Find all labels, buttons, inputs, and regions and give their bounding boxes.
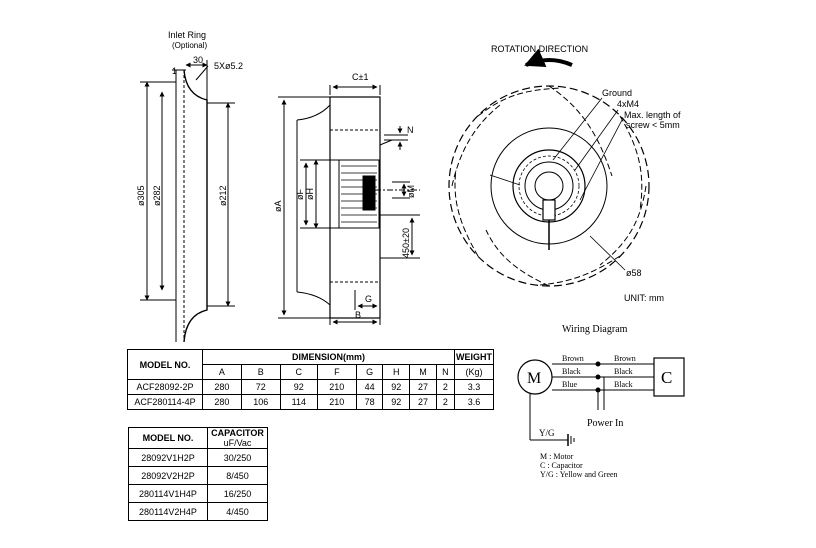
col-a: A (202, 364, 242, 380)
dim-n-label: N (407, 125, 414, 135)
dim-1-label: 1 (172, 66, 177, 76)
model-cell: ACF280114-4P (127, 394, 203, 410)
capacitor-cell: 4/450 (207, 502, 268, 521)
table-row: ACF28092-2P 280 72 92 210 44 92 27 2 3.3 (127, 379, 494, 395)
wire-right-brown: Brown (614, 354, 636, 363)
optional-label: (Optional) (172, 41, 207, 50)
d305-label: ø305 (136, 185, 146, 206)
model-header: MODEL NO. (127, 349, 203, 380)
weight-cell: 3.3 (454, 379, 494, 395)
value-cell: 27 (409, 379, 437, 395)
table-row: 28092V2H2P 8/450 (128, 466, 268, 485)
cap-unit-label: uF/Vac (223, 438, 252, 448)
value-cell: 92 (382, 379, 411, 395)
wiring-diagram (517, 357, 685, 446)
value-cell: 210 (316, 379, 357, 395)
dim-f-label: øF (295, 189, 305, 200)
wire-left-brown: Brown (562, 354, 584, 363)
wire-left-black: Black (562, 367, 581, 376)
table-row: 28092V1H2P 30/250 (128, 448, 268, 467)
value-cell: 114 (279, 394, 318, 410)
value-cell: 44 (355, 379, 384, 395)
wiring-title: Wiring Diagram (562, 324, 628, 335)
ground-label: Ground (602, 88, 632, 98)
capacitor-cell: 16/250 (207, 484, 268, 503)
model-cell: 280114V2H4P (128, 502, 208, 521)
holes-label: 5Xø5.2 (214, 61, 243, 71)
value-cell: 27 (409, 394, 437, 410)
table-row: 280114V1H4P 16/250 (128, 484, 268, 503)
screw-max-label: screw < 5mm (626, 120, 680, 130)
value-cell: 280 (202, 394, 242, 410)
legend-motor: M : Motor (540, 452, 574, 461)
table-row: ACF280114-4P 280 106 114 210 78 92 27 2 … (127, 394, 494, 410)
col-g: G (355, 364, 384, 380)
col-f: F (316, 364, 357, 380)
impeller-front-view (448, 48, 650, 287)
capacitor-cell: 8/450 (207, 466, 268, 485)
value-cell: 280 (202, 379, 242, 395)
dimension-header: DIMENSION(mm) (202, 349, 455, 365)
screw-spec-label: 4xM4 (617, 99, 639, 109)
d58-label: ø58 (626, 268, 642, 278)
inlet-ring-side-view (140, 60, 235, 343)
value-cell: 106 (240, 394, 281, 410)
legend-capacitor: C : Capacitor (540, 461, 583, 470)
dim-h-label: øH (305, 188, 315, 200)
model-cell: 280114V1H4P (128, 484, 208, 503)
motor-symbol: M (527, 370, 541, 387)
d212-label: ø212 (218, 185, 228, 206)
dim-30-label: 30 (193, 55, 203, 65)
dim-a-label: øA (273, 200, 283, 212)
weight-unit: (Kg) (454, 364, 494, 380)
value-cell: 72 (240, 379, 281, 395)
col-m: M (409, 364, 437, 380)
value-cell: 2 (435, 379, 456, 395)
power-in-label: Power In (587, 418, 623, 429)
weight-header: WEIGHT (454, 349, 494, 365)
legend-yg: Y/G : Yellow and Green (540, 470, 618, 479)
table-row: 280114V2H4P 4/450 (128, 502, 268, 521)
wire-left-blue: Blue (562, 380, 578, 389)
model-cell: 28092V2H2P (128, 466, 208, 485)
weight-cell: 3.6 (454, 394, 494, 410)
yg-label: Y/G (539, 428, 555, 438)
cap-header-label: CAPACITOR (211, 428, 264, 438)
cable-length-label: 450±20 (401, 228, 411, 258)
dim-c-label: C±1 (352, 72, 368, 82)
wire-right-black-2: Black (614, 380, 633, 389)
dim-b-label: B (355, 310, 361, 320)
value-cell: 92 (279, 379, 318, 395)
unit-label: UNIT: mm (624, 293, 664, 303)
fan-section-view (278, 84, 420, 325)
d282-label: ø282 (152, 185, 162, 206)
col-h: H (382, 364, 411, 380)
col-c: C (279, 364, 318, 380)
col-b: B (240, 364, 281, 380)
model-cell: 28092V1H2P (128, 448, 208, 467)
dim-g-label: G (365, 294, 372, 304)
cap-model-header: MODEL NO. (128, 427, 208, 449)
value-cell: 92 (382, 394, 411, 410)
value-cell: 78 (355, 394, 384, 410)
capacitor-table: MODEL NO. CAPACITOR uF/Vac 28092V1H2P 30… (128, 427, 268, 521)
wire-right-black: Black (614, 367, 633, 376)
cap-value-header: CAPACITOR uF/Vac (207, 427, 268, 449)
value-cell: 2 (435, 394, 456, 410)
capacitor-symbol: C (661, 368, 672, 387)
dimension-table: MODEL NO. DIMENSION(mm) WEIGHT A B C F G… (127, 349, 494, 410)
rotation-direction-label: ROTATION DIRECTION (491, 44, 588, 54)
inlet-ring-label: Inlet Ring (168, 30, 206, 40)
screw-length-label: Max. length of (624, 110, 681, 120)
capacitor-cell: 30/250 (207, 448, 268, 467)
dim-m-label: øM (406, 185, 416, 198)
col-n: N (435, 364, 456, 380)
model-cell: ACF28092-2P (127, 379, 203, 395)
value-cell: 210 (316, 394, 357, 410)
